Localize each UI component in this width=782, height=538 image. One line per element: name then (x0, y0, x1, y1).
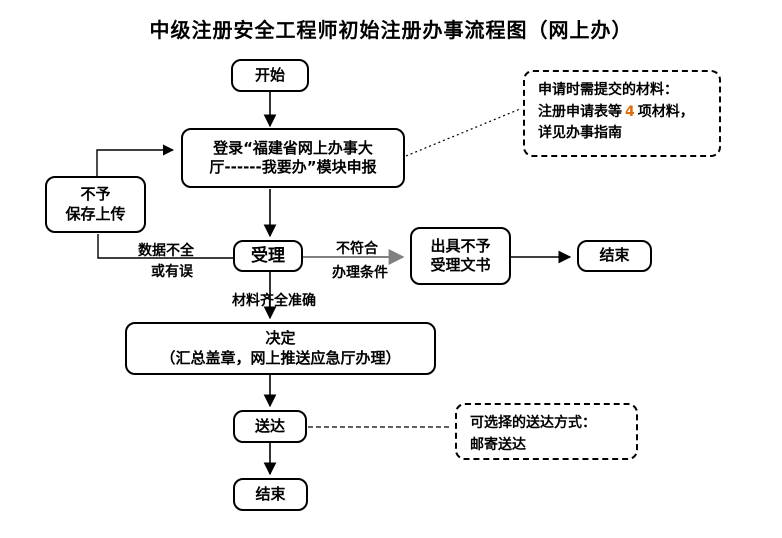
edge-label-data-incomplete-line2: 或有误 (151, 264, 193, 280)
flow-node-login-line2: 厅------我要办”模块申报 (209, 158, 377, 176)
flow-node-no-save-line2: 保存上传 (65, 204, 126, 223)
flow-node-no-save-line1: 不予 (80, 185, 111, 203)
flow-node-start-label: 开始 (254, 65, 285, 84)
flow-node-end-right-label: 结束 (599, 246, 630, 265)
callout-delivery-line1: 可选择的送达方式： (470, 415, 596, 431)
edge-label-materials-complete: 材料齐全准确 (232, 293, 316, 309)
flow-node-decision: 决定 （汇总盖章，网上推送应急厅办理） (125, 322, 436, 375)
callout-materials-count: 4 (625, 103, 635, 120)
flow-node-end-right: 结束 (577, 240, 652, 272)
flow-node-deliver-label: 送达 (254, 416, 285, 435)
flow-node-start: 开始 (231, 59, 309, 92)
edge-label-data-incomplete-line1: 数据不全 (138, 243, 194, 259)
edge-label-not-qualified-line2: 办理条件 (332, 265, 388, 281)
flow-node-no-save-upload: 不予 保存上传 (45, 176, 146, 233)
flow-node-accept-label: 受理 (251, 245, 285, 266)
callout-materials-line3: 详见办事指南 (538, 125, 622, 142)
callout-delivery-line2: 邮寄送达 (470, 436, 526, 453)
edge-label-not-qualified-line1: 不符合 (336, 241, 378, 257)
page-title: 中级注册安全工程师初始注册办事流程图（网上办） (149, 18, 633, 42)
flow-node-reject-document: 出具不予 受理文书 (410, 227, 511, 285)
callout-delivery-options: 可选择的送达方式： 邮寄送达 (455, 403, 638, 460)
flow-node-end-bottom: 结束 (233, 478, 308, 511)
flow-node-reject-line2: 受理文书 (430, 256, 491, 274)
flow-node-deliver: 送达 (233, 410, 307, 443)
callout-materials-line2-suffix: 项材料， (637, 103, 694, 120)
flow-node-login: 登录“福建省网上办事大 厅------我要办”模块申报 (181, 128, 405, 188)
callout-materials-line1: 申请时需提交的材料： (538, 82, 678, 98)
flow-node-reject-line1: 出具不予 (430, 236, 491, 255)
callout-materials-line2-prefix: 注册申请表等 (538, 103, 622, 120)
flow-node-decision-line2: （汇总盖章，网上推送应急厅办理） (160, 348, 401, 367)
flow-node-login-line1: 登录“福建省网上办事大 (213, 138, 373, 157)
flow-node-accept: 受理 (233, 240, 303, 272)
flow-node-decision-line1: 决定 (265, 329, 296, 347)
flow-node-end-bottom-label: 结束 (255, 484, 286, 503)
